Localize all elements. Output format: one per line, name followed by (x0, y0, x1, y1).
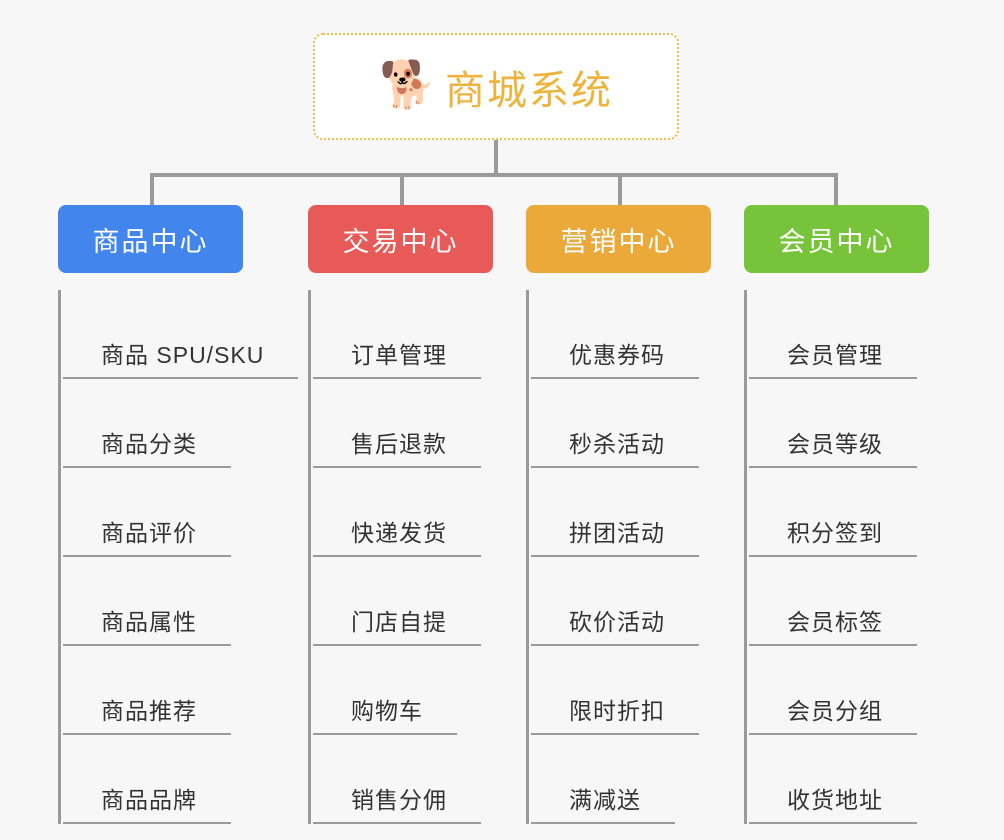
leaf-label: 收货地址 (749, 781, 917, 824)
leaf-label: 门店自提 (313, 603, 481, 646)
leaf-label: 售后退款 (313, 425, 481, 468)
leaf-label: 销售分佣 (313, 781, 481, 824)
leaf-label: 拼团活动 (531, 514, 699, 557)
connector-drop-1 (150, 173, 154, 205)
leaf-label: 商品 SPU/SKU (63, 336, 299, 379)
list-item[interactable]: 订单管理 (313, 290, 493, 379)
root-node-title: 商城系统 (445, 68, 613, 113)
leaf-label: 优惠券码 (531, 336, 699, 379)
list-item[interactable]: 砍价活动 (531, 557, 711, 646)
list-item[interactable]: 限时折扣 (531, 646, 711, 735)
list-item[interactable]: 商品评价 (63, 468, 298, 557)
connector-drop-2 (400, 173, 404, 205)
leaf-label: 订单管理 (313, 336, 481, 379)
leaf-label: 商品品牌 (63, 781, 231, 824)
category-header-member[interactable]: 会员中心 (744, 205, 929, 273)
category-column-marketing: 营销中心 优惠券码 秒杀活动 拼团活动 砍价活动 限时折扣 满减送 (526, 205, 711, 824)
leaf-label: 会员等级 (749, 425, 917, 468)
category-header-product[interactable]: 商品中心 (58, 205, 243, 273)
category-header-label: 商品中心 (92, 226, 209, 257)
leaf-list-trade: 订单管理 售后退款 快递发货 门店自提 购物车 销售分佣 (308, 290, 493, 824)
category-column-product: 商品中心 商品 SPU/SKU 商品分类 商品评价 商品属性 商品推荐 商品品牌 (58, 205, 299, 824)
root-node[interactable]: 🐕 商城系统 (313, 33, 679, 140)
list-item[interactable]: 拼团活动 (531, 468, 711, 557)
list-item[interactable]: 商品分类 (63, 379, 298, 468)
list-item[interactable]: 商品品牌 (63, 735, 298, 824)
leaf-label: 购物车 (313, 692, 457, 735)
list-item[interactable]: 会员管理 (749, 290, 929, 379)
list-item[interactable]: 售后退款 (313, 379, 493, 468)
list-item[interactable]: 秒杀活动 (531, 379, 711, 468)
list-item[interactable]: 会员等级 (749, 379, 929, 468)
category-header-label: 会员中心 (778, 226, 895, 257)
connector-root-stem (494, 140, 498, 175)
leaf-label: 商品分类 (63, 425, 231, 468)
leaf-label: 砍价活动 (531, 603, 699, 646)
shiba-dog-face-icon: 🐕 (379, 57, 437, 110)
category-header-marketing[interactable]: 营销中心 (526, 205, 711, 273)
list-item[interactable]: 门店自提 (313, 557, 493, 646)
category-column-trade: 交易中心 订单管理 售后退款 快递发货 门店自提 购物车 销售分佣 (308, 205, 493, 824)
category-header-label: 交易中心 (342, 226, 459, 257)
leaf-label: 限时折扣 (531, 692, 699, 735)
leaf-label: 商品属性 (63, 603, 231, 646)
list-item[interactable]: 会员分组 (749, 646, 929, 735)
list-item[interactable]: 会员标签 (749, 557, 929, 646)
category-header-label: 营销中心 (560, 226, 677, 257)
list-item[interactable]: 销售分佣 (313, 735, 493, 824)
leaf-label: 满减送 (531, 781, 675, 824)
category-column-member: 会员中心 会员管理 会员等级 积分签到 会员标签 会员分组 收货地址 (744, 205, 929, 824)
leaf-label: 快递发货 (313, 514, 481, 557)
list-item[interactable]: 满减送 (531, 735, 711, 824)
list-item[interactable]: 优惠券码 (531, 290, 711, 379)
list-item[interactable]: 积分签到 (749, 468, 929, 557)
connector-drop-4 (834, 173, 838, 205)
leaf-label: 商品推荐 (63, 692, 231, 735)
list-item[interactable]: 商品 SPU/SKU (63, 290, 299, 379)
leaf-label: 会员标签 (749, 603, 917, 646)
leaf-label: 会员管理 (749, 336, 917, 379)
list-item[interactable]: 快递发货 (313, 468, 493, 557)
leaf-list-marketing: 优惠券码 秒杀活动 拼团活动 砍价活动 限时折扣 满减送 (526, 290, 711, 824)
list-item[interactable]: 收货地址 (749, 735, 929, 824)
leaf-list-member: 会员管理 会员等级 积分签到 会员标签 会员分组 收货地址 (744, 290, 929, 824)
leaf-label: 积分签到 (749, 514, 917, 557)
leaf-label: 商品评价 (63, 514, 231, 557)
leaf-label: 秒杀活动 (531, 425, 699, 468)
leaf-label: 会员分组 (749, 692, 917, 735)
list-item[interactable]: 购物车 (313, 646, 493, 735)
category-header-trade[interactable]: 交易中心 (308, 205, 493, 273)
list-item[interactable]: 商品属性 (63, 557, 298, 646)
connector-horizontal-bus (150, 173, 838, 177)
list-item[interactable]: 商品推荐 (63, 646, 298, 735)
connector-drop-3 (618, 173, 622, 205)
leaf-list-product: 商品 SPU/SKU 商品分类 商品评价 商品属性 商品推荐 商品品牌 (58, 290, 299, 824)
